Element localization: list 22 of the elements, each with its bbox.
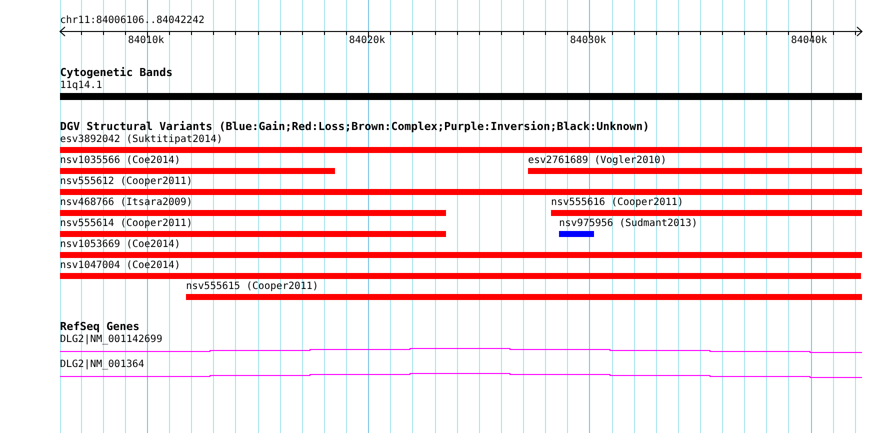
variant-label: esv3892042 (Suktitipat2014) [60, 134, 223, 146]
track-title: DGV Structural Variants (Blue:Gain;Red:Loss;Brown:Complex;Purple:Inversion;Black:Unknown) [60, 121, 650, 133]
track-title: RefSeq Genes [60, 321, 140, 333]
variant-label: nsv1035566 (Coe2014) [60, 155, 180, 167]
variant-label: nsv1053669 (Coe2014) [60, 239, 180, 251]
variant-label: nsv468766 (Itsara2009) [60, 197, 192, 209]
gene-label: DLG2|NM_001364 [60, 359, 144, 371]
axis-tick-label: 84040k [791, 35, 828, 47]
variant-label: nsv555615 (Cooper2011) [186, 281, 318, 293]
variant-label: nsv1047004 (Coe2014) [60, 260, 180, 272]
band-label: 11q14.1 [60, 80, 102, 92]
variant-label: nsv975956 (Sudmant2013) [559, 218, 698, 230]
variant-label: nsv555612 (Cooper2011) [60, 176, 192, 188]
axis-tick-label: 84020k [349, 35, 386, 47]
variant-label: esv2761689 (Vogler2010) [528, 155, 666, 167]
variant-label: nsv555616 (Cooper2011) [551, 197, 684, 209]
axis-tick-label: 84010k [128, 35, 164, 47]
variant-label: nsv555614 (Cooper2011) [60, 218, 192, 230]
track-title: Cytogenetic Bands [60, 67, 173, 79]
gene-label: DLG2|NM_001142699 [60, 334, 162, 346]
axis-tick-label: 84030k [570, 35, 606, 47]
coordinate-range-label: chr11:84006106..84042242 [60, 15, 204, 27]
